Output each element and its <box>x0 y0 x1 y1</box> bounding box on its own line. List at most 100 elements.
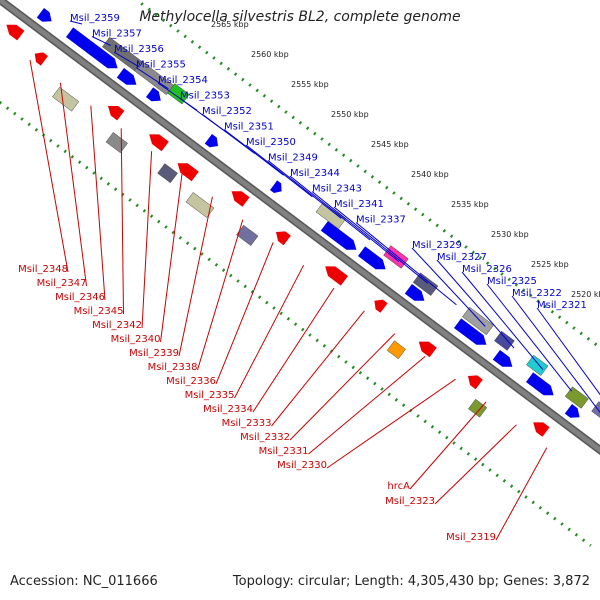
reverse-gene-label: Msil_2333 <box>222 418 272 429</box>
reverse-gene-label-leader <box>178 196 213 357</box>
reverse-gene-label: Msil_2338 <box>148 362 198 373</box>
forward-gene-arrow <box>404 284 425 301</box>
feature-block <box>591 401 600 418</box>
forward-gene-arrow <box>270 180 282 193</box>
reverse-gene-arrow <box>468 375 483 390</box>
feature-block <box>185 192 215 218</box>
scale-label: 2525 kbp <box>531 260 569 269</box>
forward-gene-arrow <box>492 350 513 367</box>
feature-block <box>526 354 549 376</box>
forward-gene-label-leader <box>461 271 544 370</box>
forward-gene-label-leader <box>486 283 572 392</box>
forward-gene-arrow <box>66 27 118 69</box>
reverse-gene-label: Msil_2336 <box>166 376 216 387</box>
reverse-gene-label: Msil_2339 <box>129 348 179 359</box>
scale-label: 2545 kbp <box>371 140 409 149</box>
scale-label: 2535 kbp <box>451 200 489 209</box>
reverse-gene-arrow <box>177 163 199 182</box>
label-leaders <box>29 20 600 541</box>
feature-block <box>236 224 259 246</box>
forward-gene-label: Msil_2321 <box>537 300 587 311</box>
genome-backbone-fill <box>0 0 600 454</box>
reverse-gene-label-leader <box>29 59 69 273</box>
forward-gene-label-leader <box>267 160 342 219</box>
feature-block <box>386 340 406 360</box>
forward-gene-arrow <box>320 221 357 250</box>
reverse-gene-label: Msil_2346 <box>55 292 105 303</box>
reverse-gene-label: hrcA <box>387 481 410 492</box>
forward-gene-label: Msil_2357 <box>92 29 142 40</box>
forward-gene-label: Msil_2343 <box>312 184 362 195</box>
forward-gene-label: Msil_2327 <box>437 252 487 263</box>
reverse-gene-label-leader <box>234 264 305 399</box>
reverse-gene-label-leader <box>59 82 87 287</box>
forward-gene-label: Msil_2350 <box>246 137 296 148</box>
forward-gene-label-leader <box>536 307 600 396</box>
reverse-gene-label: Msil_2347 <box>37 278 87 289</box>
reverse-gene-arrow <box>6 24 25 41</box>
scale-label: 2520 kbp <box>571 290 600 299</box>
feature-block <box>105 132 128 154</box>
forward-gene-label: Msil_2341 <box>334 199 384 210</box>
reverse-gene-label-leader <box>215 242 274 385</box>
reverse-gene-label: Msil_2334 <box>203 404 253 415</box>
forward-gene-arrow <box>116 68 137 85</box>
forward-gene-label-leader <box>333 206 428 284</box>
figure-title: Methylocella silvestris BL2, complete ge… <box>139 9 461 25</box>
scale-label: 2555 kbp <box>291 80 329 89</box>
forward-gene-label: Msil_2352 <box>202 106 252 117</box>
forward-gene-label-leader <box>355 222 457 306</box>
reverse-gene-arrow <box>34 52 48 66</box>
reverse-gene-label-leader <box>495 447 548 541</box>
feature-block <box>157 163 178 184</box>
feature-block <box>564 386 589 409</box>
reverse-gene-label: Msil_2331 <box>259 446 309 457</box>
reverse-gene-arrow <box>374 299 388 313</box>
reverse-gene-label-leader <box>326 378 456 469</box>
reverse-gene-arrow <box>108 106 125 121</box>
scale-line-lower <box>0 100 592 547</box>
reverse-gene-label: Msil_2319 <box>446 532 496 543</box>
genome-summary-text: Topology: circular; Length: 4,305,430 bp… <box>232 574 590 589</box>
forward-gene-label: Msil_2356 <box>114 44 164 55</box>
forward-gene-label: Msil_2351 <box>224 122 274 133</box>
forward-gene-label-leader <box>511 295 600 414</box>
reverse-gene-label: Msil_2332 <box>240 432 290 443</box>
feature-block <box>52 86 80 112</box>
forward-gene-arrow <box>146 87 161 102</box>
forward-gene-label: Msil_2329 <box>412 240 462 251</box>
reverse-gene-label-leader <box>308 356 426 455</box>
reverse-gene-arrow <box>325 266 348 286</box>
forward-gene-label-leader <box>289 175 371 241</box>
forward-gene-label-leader <box>113 51 140 68</box>
reverse-gene-label-leader <box>271 310 365 427</box>
forward-gene-label: Msil_2344 <box>290 168 340 179</box>
forward-gene-label-leader <box>411 247 486 327</box>
scale-label: 2550 kbp <box>331 110 369 119</box>
forward-gene-label: Msil_2359 <box>70 13 120 24</box>
feature-block <box>468 398 488 418</box>
reverse-gene-label-leader <box>409 401 487 490</box>
forward-gene-label-leader <box>223 129 284 176</box>
reverse-gene-arrow <box>231 191 250 207</box>
forward-gene-label-leader <box>436 259 515 349</box>
reverse-gene-arrow <box>276 231 291 246</box>
reverse-gene-label: Msil_2323 <box>385 496 435 507</box>
forward-gene-label: Msil_2355 <box>136 60 186 71</box>
forward-gene-label: Msil_2325 <box>487 276 537 287</box>
reverse-gene-arrow <box>418 341 437 358</box>
reverse-gene-label: Msil_2345 <box>74 306 124 317</box>
forward-gene-arrow <box>454 318 487 345</box>
forward-gene-label-leader <box>91 36 112 47</box>
reverse-gene-label: Msil_2348 <box>18 264 68 275</box>
reverse-gene-label-leader <box>141 151 153 329</box>
reverse-gene-label-leader <box>434 424 517 505</box>
forward-gene-label: Msil_2353 <box>180 91 230 102</box>
forward-gene-label-leader <box>201 113 256 155</box>
gene-labels: Msil_2359Msil_2357Msil_2356Msil_2355Msil… <box>18 13 587 543</box>
forward-gene-arrow <box>564 404 580 418</box>
forward-gene-arrow <box>36 8 52 22</box>
scale-label: 2530 kbp <box>491 230 529 239</box>
